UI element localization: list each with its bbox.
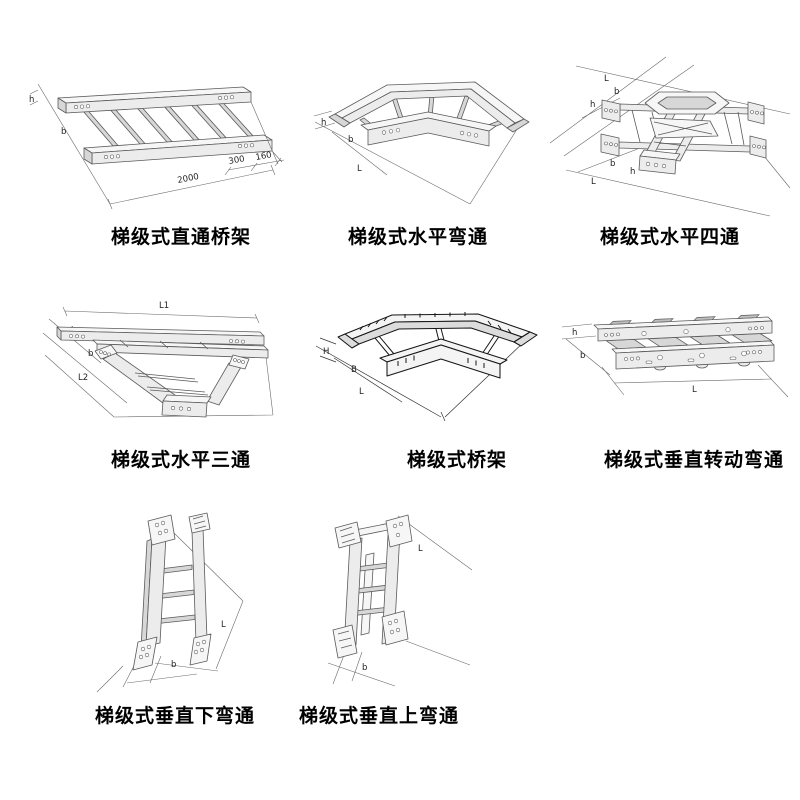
dim-L-lower: L [591,177,596,187]
outer-rail [337,312,538,349]
dimension-lines: L b [96,532,244,693]
dimension-lines: L b [327,515,473,687]
dim-2000: 2000 [177,172,200,186]
ladder-bridge-drawing: H B L [315,312,538,422]
dim-b-lower: b [610,159,615,169]
caption-vertical-rotating-bend: 梯级式垂直转动弯通 [603,449,785,471]
dim-b: b [362,663,367,673]
dim-h-lower: h [630,167,635,177]
tray-rungs [82,102,254,147]
dim-L: L [692,385,697,395]
front-rail [611,340,775,371]
dim-b: b [580,351,585,361]
dim-160: 160 [255,150,273,163]
dim-b-upper: b [614,87,619,97]
right-rail [381,514,413,646]
dim-b: b [348,135,353,145]
dim-b: b [171,660,176,670]
north-cap [644,91,730,115]
back-rail [57,86,252,114]
caption-horizontal-cross: 梯级式水平四通 [599,226,741,248]
dim-300: 300 [228,154,246,167]
vertical-up-bend-drawing: L b [327,514,473,687]
horizontal-tee-drawing: L1 h b L2 [42,301,274,418]
dimension-lines: h b 2000 300 160 [29,83,285,210]
east-plates [747,101,767,159]
dim-B: B [351,365,357,375]
inner-rail [360,111,497,147]
dim-h: h [572,328,577,338]
right-rail [188,512,212,666]
caption-straight-tray: 梯级式直通桥架 [110,226,252,248]
dim-b: b [88,349,93,359]
front-rail [83,134,273,165]
dim-b: b [61,127,66,137]
branch [94,344,250,418]
dimension-lines: H B L [315,337,527,422]
horizontal-cross-drawing: L b h b h L [549,56,791,217]
caption-vertical-down-bend: 梯级式垂直下弯通 [94,705,256,727]
dim-h-upper: h [590,100,595,110]
dim-L: L [359,387,364,397]
dim-h: h [29,95,34,105]
main-run [56,326,269,359]
dim-L: L [221,620,226,630]
west-plates [600,99,621,157]
dim-H: H [323,347,329,357]
dim-L: L [418,544,423,554]
dim-L1: L1 [159,301,169,311]
caption-horizontal-bend: 梯级式水平弯通 [347,226,489,248]
caption-ladder-bridge: 梯级式桥架 [406,449,508,471]
south-plate [638,149,681,175]
dim-L: L [357,164,362,174]
dim-L2: L2 [78,373,88,383]
dimension-lines: h b L [561,323,789,398]
straight-tray-drawing: h b 2000 300 160 [29,83,285,210]
caption-horizontal-tee: 梯级式水平三通 [110,449,252,471]
left-rail [332,521,363,659]
left-rail [132,514,176,671]
vertical-rotating-bend-drawing: h b L [561,314,789,398]
back-rail [593,314,773,342]
horizontal-bend-drawing: h b L [313,81,530,205]
caption-vertical-up-bend: 梯级式垂直上弯通 [298,705,460,727]
inner-rail [379,338,508,379]
dimension-lines: h b L [313,110,520,205]
vertical-down-bend-drawing: L b [96,512,244,693]
dimension-lines: L b h b h L [549,56,791,217]
outer-rail [328,81,530,133]
dim-L-upper: L [604,74,609,84]
dim-h: h [321,118,326,128]
